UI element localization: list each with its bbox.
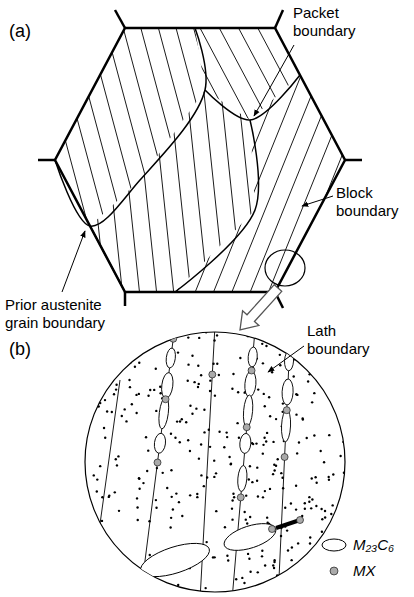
part-label: Lath boundary xyxy=(306,322,381,358)
label-box: Lath boundary xyxy=(306,322,381,358)
part-label: Prior austenite grain boundary xyxy=(4,296,122,332)
carbide-swatch xyxy=(320,536,348,554)
label-box: Block boundary xyxy=(335,184,410,220)
label-box: Packet boundary xyxy=(292,4,364,40)
panel-letter: (b) xyxy=(8,340,32,358)
label-box: (b) xyxy=(8,340,48,359)
part-label: Packet boundary xyxy=(292,4,364,40)
panel-letter: (a) xyxy=(8,22,32,40)
prior-austenite-grain xyxy=(55,28,345,292)
mx-swatch xyxy=(320,562,348,580)
legend-text: MX xyxy=(353,562,376,580)
zoom-arrow xyxy=(240,285,282,330)
legend-item: MX xyxy=(320,562,376,580)
lath-structure xyxy=(84,325,345,597)
packet-boundaries xyxy=(55,28,300,292)
grain-boundary-extensions xyxy=(38,10,362,308)
part-label: Block boundary xyxy=(335,184,410,220)
zoom-circle xyxy=(265,250,305,286)
label-box: (a) xyxy=(8,22,48,41)
label-box: Prior austenite grain boundary xyxy=(4,296,122,332)
legend-item: M₂₃C₆ xyxy=(320,536,394,554)
legend-text: M₂₃C₆ xyxy=(353,536,394,554)
magnified-region xyxy=(85,332,345,592)
